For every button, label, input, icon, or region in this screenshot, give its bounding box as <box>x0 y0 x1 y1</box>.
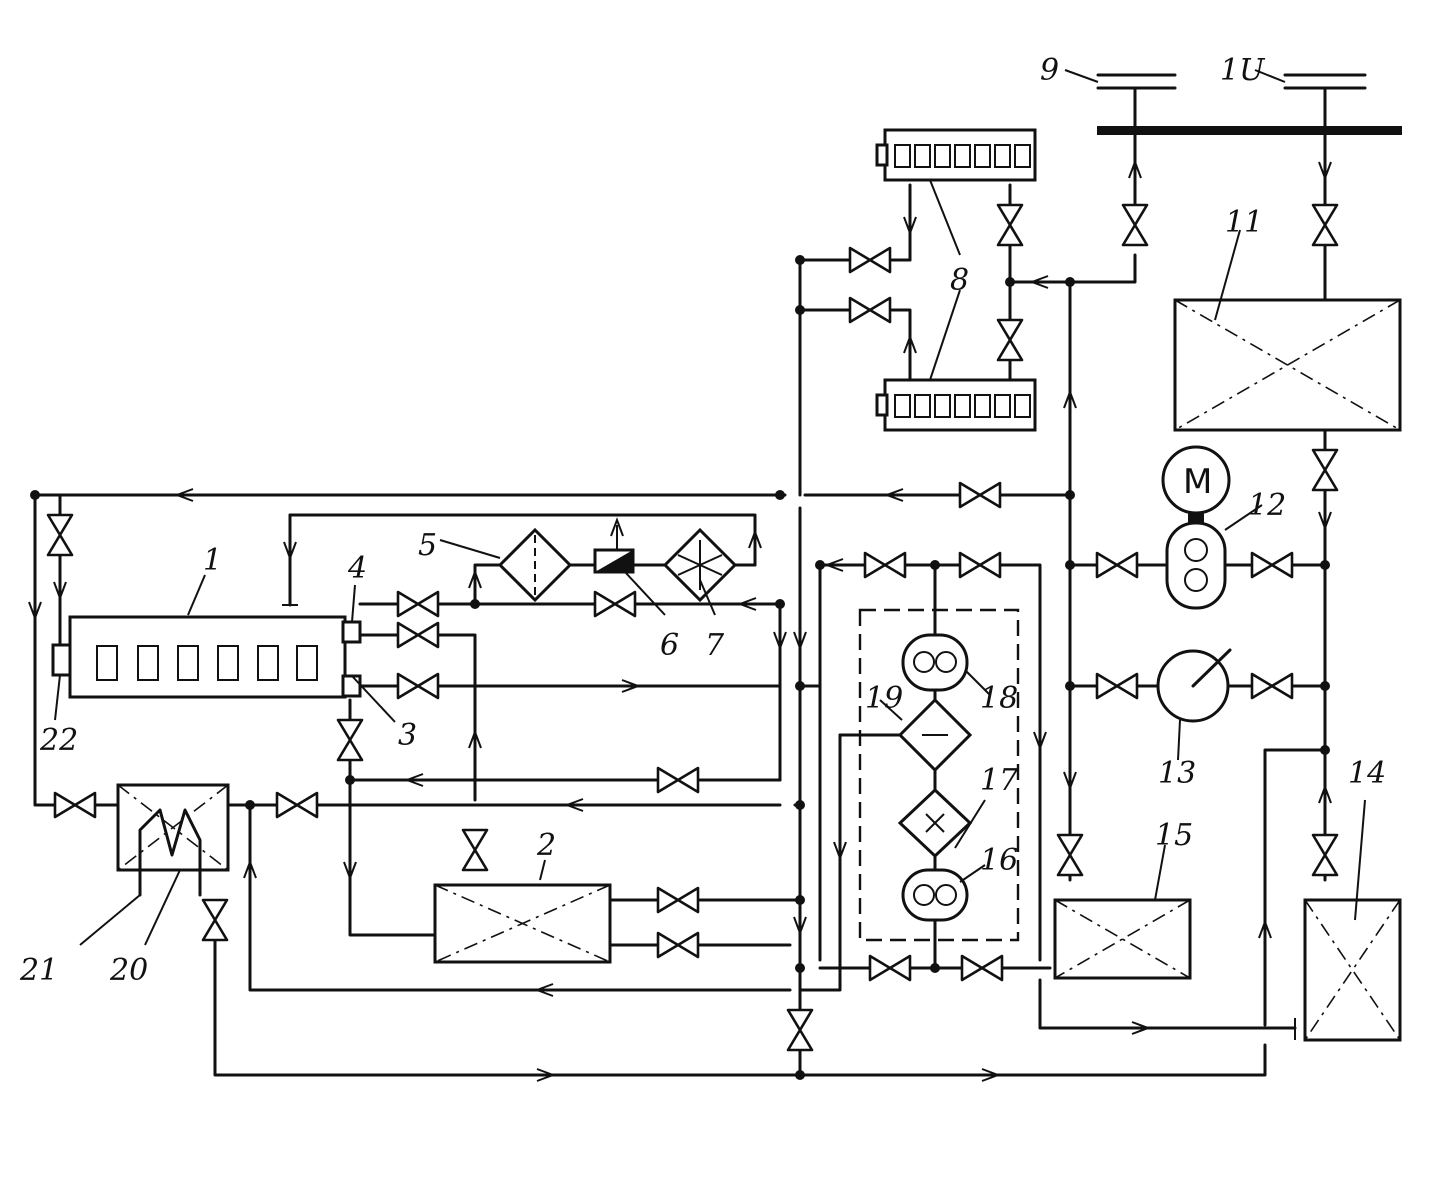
valve-c <box>275 791 319 819</box>
label-7: 7 <box>705 628 725 663</box>
main-engine <box>51 615 362 699</box>
pump-18 <box>901 633 969 692</box>
valve-ae <box>1056 833 1084 877</box>
pump-16 <box>901 868 969 922</box>
valve-af <box>1311 833 1339 877</box>
label-10: 1U <box>1220 53 1266 88</box>
valve-aa <box>1095 672 1139 700</box>
valve-r <box>996 318 1024 362</box>
valve-s <box>1121 203 1149 247</box>
label-21: 21 <box>19 953 58 988</box>
auxiliary-engine-lower <box>875 378 1037 432</box>
label-5: 5 <box>418 528 437 563</box>
valve-l <box>656 931 700 959</box>
valve-z <box>1250 551 1294 579</box>
valve-b <box>53 791 97 819</box>
heater-7 <box>662 527 738 603</box>
label-20: 20 <box>109 953 148 988</box>
auxiliary-engine-upper <box>875 128 1037 182</box>
heater-tank-20 <box>116 783 230 897</box>
transfer-pump-12 <box>1161 445 1231 610</box>
pipelines <box>33 88 1327 1077</box>
valve-ac <box>868 954 912 982</box>
valve-f <box>396 621 440 649</box>
filter-19 <box>897 697 973 773</box>
component-labels: 1 2 3 4 5 6 7 8 9 1U 11 12 13 14 15 16 1… <box>19 53 1386 988</box>
valve-t <box>1311 203 1339 247</box>
label-14: 14 <box>1348 756 1386 791</box>
junctions <box>30 255 1330 1080</box>
valve-p <box>848 296 892 324</box>
valve-h <box>593 590 637 618</box>
leader-lines <box>54 179 1366 946</box>
tank-15 <box>1053 898 1192 980</box>
heater-17 <box>897 787 973 859</box>
valve-g <box>396 672 440 700</box>
valve-a <box>46 513 74 557</box>
valve-m <box>201 898 229 942</box>
label-3: 3 <box>398 718 417 753</box>
flow-meter-13 <box>1156 648 1232 723</box>
label-6: 6 <box>660 628 679 663</box>
tank-14 <box>1303 898 1402 1042</box>
label-17: 17 <box>980 763 1019 798</box>
fill-connections <box>1064 69 1367 90</box>
valve-u <box>1311 448 1339 492</box>
valve-v <box>958 481 1002 509</box>
valve-n <box>786 1008 814 1052</box>
valve-j <box>461 828 489 872</box>
label-2: 2 <box>536 828 556 863</box>
label-13: 13 <box>1158 756 1196 791</box>
valve-i <box>656 766 700 794</box>
label-16: 16 <box>980 843 1018 878</box>
tank-2 <box>433 883 612 964</box>
valve-w <box>863 551 907 579</box>
valve-ab <box>1250 672 1294 700</box>
label-4: 4 <box>347 551 367 586</box>
separator-module <box>858 608 1020 942</box>
motor-letter: M <box>1183 462 1212 502</box>
valve-ad <box>960 954 1004 982</box>
valve-k <box>656 886 700 914</box>
label-19: 19 <box>865 681 903 716</box>
valve-o <box>848 246 892 274</box>
viscometer-6 <box>593 519 635 574</box>
deck-bar <box>1097 126 1402 135</box>
valve-d <box>336 718 364 762</box>
label-8: 8 <box>950 263 969 298</box>
valve-e <box>396 590 440 618</box>
label-1: 1 <box>203 543 222 578</box>
valve-y <box>1095 551 1139 579</box>
label-12: 12 <box>1248 488 1286 523</box>
label-9: 9 <box>1040 53 1059 88</box>
label-18: 18 <box>980 681 1018 716</box>
label-15: 15 <box>1155 818 1193 853</box>
filter-5 <box>497 527 573 603</box>
valve-q <box>996 203 1024 247</box>
storage-tank-11 <box>1173 298 1402 432</box>
label-11: 11 <box>1225 205 1263 240</box>
label-22: 22 <box>39 723 78 758</box>
valve-x <box>958 551 1002 579</box>
